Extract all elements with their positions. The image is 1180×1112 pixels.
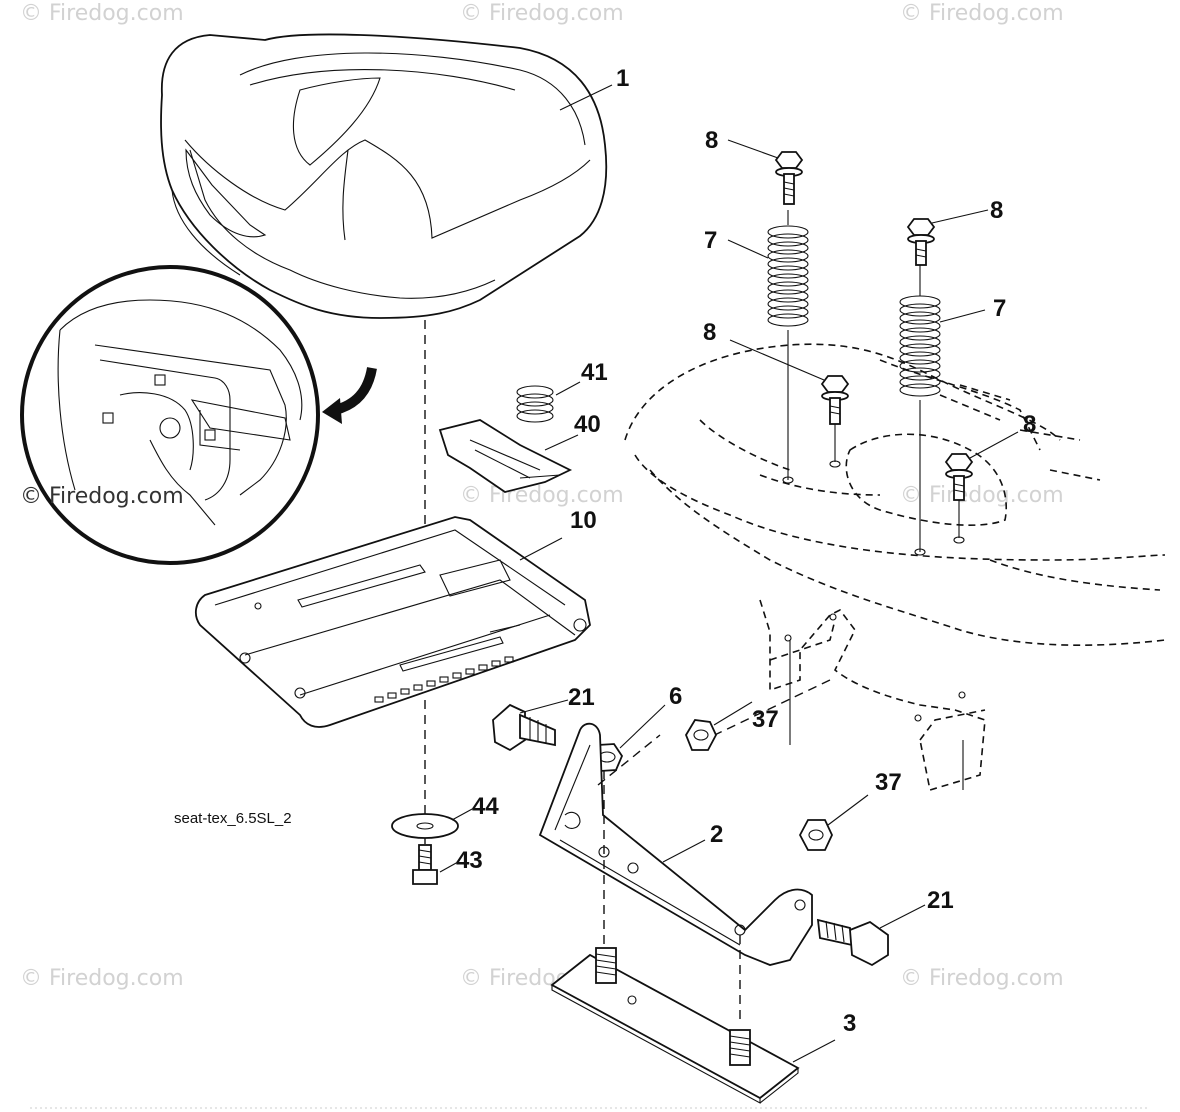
frame-bracket-outline	[759, 599, 986, 792]
callout-44: 44	[472, 793, 499, 820]
callout-8-c: 8	[703, 319, 716, 346]
callout-37-upper: 37	[752, 706, 779, 733]
callout-8-a: 8	[705, 127, 718, 154]
seat-leader-line	[559, 84, 613, 111]
watermark-group: © Firedog.com © Firedog.com © Firedog.co…	[20, 1, 1064, 991]
watermark-top-center: © Firedog.com	[460, 1, 624, 26]
callout-21-left: 21	[568, 684, 595, 711]
callout-2: 2	[710, 821, 723, 848]
callout-7-left: 7	[704, 227, 717, 254]
bolt-43-part	[412, 844, 459, 885]
watermark-top-left: © Firedog.com	[20, 1, 184, 26]
fender-outline	[624, 343, 1166, 646]
detail-inset: © Firedog.com	[20, 265, 377, 565]
watermark-mid-right: © Firedog.com	[900, 483, 1064, 508]
plate-stud-left	[595, 947, 617, 984]
nut-37-line	[699, 679, 831, 743]
plate-stud-right	[729, 1029, 751, 1066]
washer-44-part	[391, 807, 475, 839]
watermark-top-right: © Firedog.com	[900, 1, 1064, 26]
callout-8-b: 8	[990, 197, 1003, 224]
seat-pan-part	[194, 516, 591, 728]
nut-37-upper-part	[684, 701, 753, 751]
bolt-8-d-part	[944, 431, 1019, 538]
plate-3-part	[550, 947, 836, 1104]
bolt-21-right-part	[816, 904, 926, 967]
bolt-21-left-part	[492, 699, 569, 752]
nut-37-lower-part	[798, 794, 869, 851]
callout-labels: 1 2 3 6 7 7 8 8 8 8 10 21 21 37 37 40 41…	[456, 65, 1036, 1037]
callout-37-lower: 37	[875, 769, 902, 796]
bolt-8-a-part	[727, 139, 804, 205]
callout-21-right: 21	[927, 887, 954, 914]
bolt-8-b-part	[906, 209, 989, 266]
bracket-2-part	[538, 722, 813, 966]
callout-3: 3	[843, 1010, 856, 1037]
callout-43: 43	[456, 847, 483, 874]
bracket-nut-line	[597, 734, 661, 786]
spring-41-part	[516, 381, 581, 423]
diagram-caption: seat-tex_6.5SL_2	[174, 810, 292, 827]
watermark-mid-center: © Firedog.com	[460, 483, 624, 508]
callout-8-d: 8	[1023, 411, 1036, 438]
spring-7-left-part	[727, 225, 809, 327]
clip-40-part	[438, 419, 579, 493]
callout-10: 10	[570, 507, 597, 534]
callout-41: 41	[581, 359, 608, 386]
watermark-bottom-right: © Firedog.com	[900, 966, 1064, 991]
callout-7-right: 7	[993, 295, 1006, 322]
pan-slot-row	[374, 656, 514, 703]
detail-watermark: © Firedog.com	[20, 484, 184, 509]
callout-1: 1	[616, 65, 629, 92]
seat-part	[160, 33, 608, 319]
watermark-bottom-left: © Firedog.com	[20, 966, 184, 991]
fender-holes	[782, 460, 965, 556]
bolt-8-c-part	[729, 339, 850, 462]
callout-6: 6	[669, 683, 682, 710]
callout-40: 40	[574, 411, 601, 438]
